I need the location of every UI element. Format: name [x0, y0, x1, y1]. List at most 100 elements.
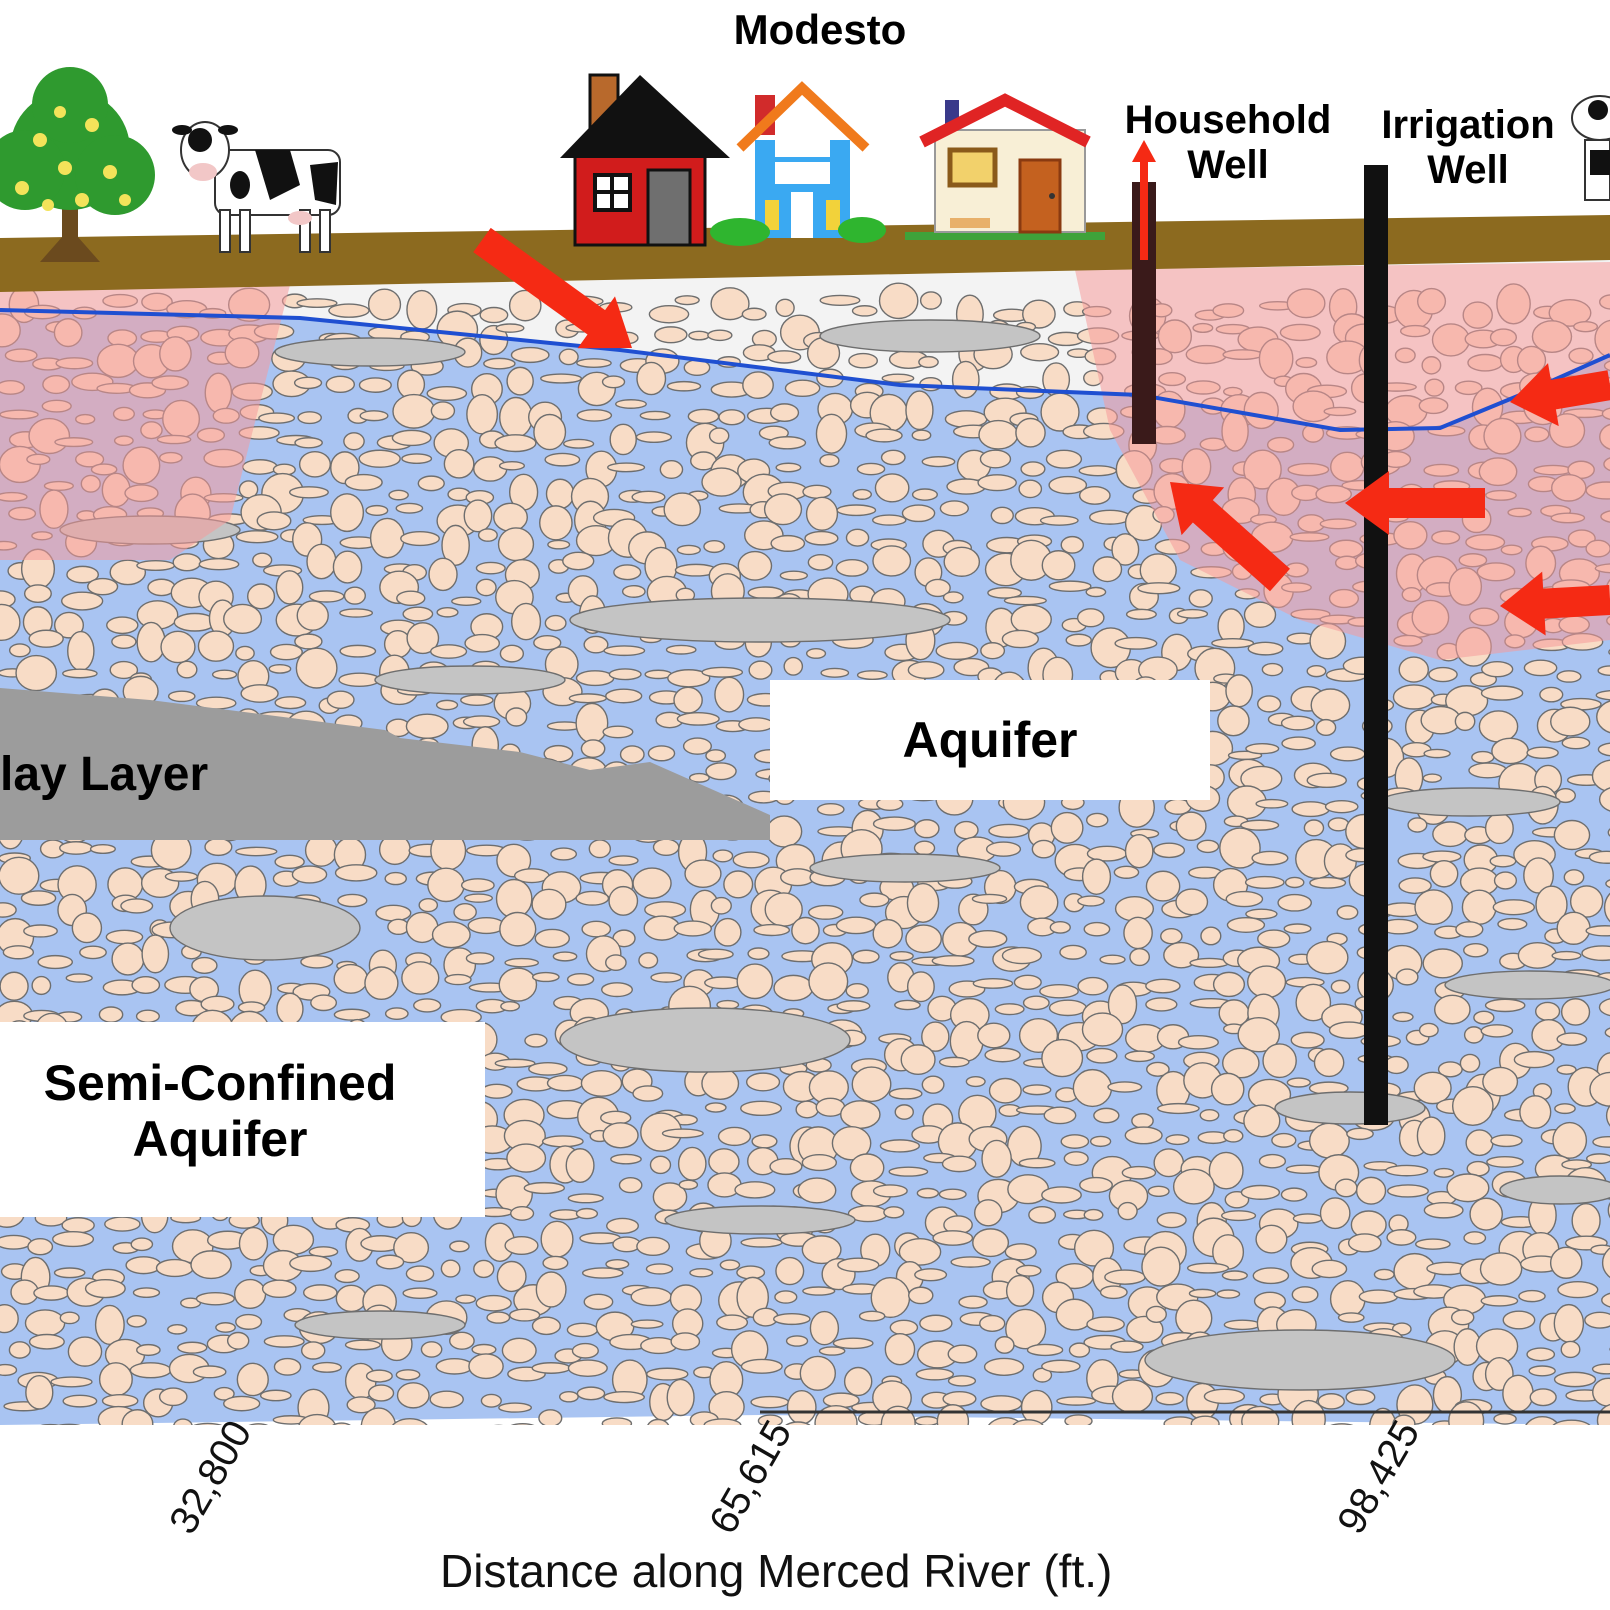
gravel-particle	[816, 802, 845, 816]
gravel-particle	[807, 904, 844, 920]
gravel-particle	[958, 1295, 988, 1309]
gravel-particle	[256, 511, 292, 531]
gravel-particle	[654, 326, 688, 344]
gravel-particle	[358, 449, 401, 468]
gravel-particle	[1145, 870, 1181, 902]
gravel-particle	[1423, 748, 1451, 759]
gravel-particle	[198, 557, 240, 571]
gravel-particle	[1556, 1032, 1588, 1046]
gravel-particle	[665, 644, 697, 655]
gravel-particle	[558, 348, 579, 366]
gravel-particle	[1591, 759, 1610, 793]
gravel-particle	[466, 394, 499, 435]
gravel-particle	[1552, 1121, 1588, 1159]
gravel-particle	[1078, 486, 1111, 505]
gravel-particle	[914, 1415, 940, 1425]
gravel-particle	[1518, 1289, 1546, 1303]
gravel-particle	[508, 289, 542, 322]
gravel-particle	[603, 1390, 645, 1404]
gravel-particle	[820, 667, 850, 678]
clay-lens	[1274, 1091, 1426, 1125]
gravel-particle	[689, 1267, 714, 1278]
gravel-particle	[1465, 1129, 1494, 1157]
gravel-particle	[1165, 1134, 1190, 1146]
gravel-particle	[1585, 925, 1610, 937]
gravel-particle	[546, 1074, 584, 1092]
gravel-particle	[1398, 877, 1432, 894]
gravel-particle	[1479, 1252, 1523, 1286]
gravel-particle	[1463, 1231, 1487, 1245]
gravel-particle	[950, 1256, 991, 1268]
gravel-particle	[949, 1020, 984, 1062]
gravel-particle	[339, 644, 377, 658]
gravel-particle	[1526, 1347, 1556, 1362]
gravel-particle	[429, 1390, 464, 1409]
gravel-particle	[1553, 1303, 1585, 1343]
gravel-particle	[440, 1259, 461, 1278]
gravel-particle	[666, 1378, 695, 1417]
gravel-particle	[1528, 1365, 1556, 1377]
gravel-particle	[1554, 1103, 1576, 1115]
gravel-particle	[676, 544, 701, 556]
gravel-particle	[242, 459, 278, 475]
gravel-particle	[498, 461, 526, 471]
gravel-particle	[141, 934, 170, 974]
gravel-particle	[1605, 877, 1610, 890]
gravel-particle	[1284, 876, 1305, 889]
gravel-particle	[768, 436, 807, 450]
gravel-particle	[1557, 1281, 1599, 1299]
gravel-particle	[916, 1187, 940, 1199]
gravel-particle	[978, 419, 1019, 450]
gravel-particle	[465, 952, 495, 965]
gravel-particle	[905, 924, 942, 954]
gravel-particle	[136, 1343, 161, 1357]
gravel-particle	[1484, 998, 1526, 1013]
gravel-particle	[462, 715, 501, 729]
gravel-particle	[298, 450, 331, 478]
gravel-particle	[747, 947, 770, 961]
gravel-particle	[705, 762, 737, 781]
gravel-particle	[62, 668, 98, 679]
gravel-particle	[84, 1278, 126, 1299]
gravel-particle	[1551, 950, 1582, 961]
gravel-particle	[449, 1331, 475, 1350]
gravel-particle	[881, 373, 915, 383]
gravel-particle	[1386, 1184, 1429, 1198]
gravel-particle	[736, 963, 774, 1000]
gravel-particle	[238, 1226, 269, 1261]
gravel-particle	[703, 539, 726, 554]
clay-lens	[809, 853, 1001, 883]
gravel-particle	[632, 867, 672, 899]
gravel-particle	[0, 603, 21, 642]
gravel-particle	[571, 1342, 599, 1359]
gravel-particle	[62, 1394, 98, 1408]
gravel-particle	[1048, 475, 1088, 495]
gravel-particle	[1175, 811, 1207, 842]
gravel-particle	[650, 972, 683, 983]
gravel-particle	[1107, 1081, 1143, 1093]
gravel-particle	[831, 1125, 872, 1161]
gravel-particle	[610, 1153, 642, 1165]
gravel-particle	[1240, 819, 1280, 831]
gravel-particle	[544, 614, 567, 632]
gravel-particle	[802, 484, 832, 499]
gravel-particle	[1020, 1389, 1053, 1425]
gravel-particle	[774, 1290, 798, 1304]
gravel-particle	[71, 912, 103, 944]
gravel-particle	[987, 586, 1023, 599]
gravel-particle	[1313, 1048, 1345, 1078]
gravel-particle	[66, 565, 100, 584]
gravel-particle	[1560, 1340, 1581, 1359]
gravel-particle	[294, 437, 323, 449]
gravel-particle	[1517, 941, 1558, 969]
gravel-particle	[211, 669, 238, 680]
gravel-particle	[1141, 1246, 1181, 1287]
gravel-particle	[748, 660, 773, 680]
gravel-particle	[1223, 1319, 1262, 1331]
gravel-particle	[979, 1314, 1006, 1332]
gravel-particle	[177, 1341, 208, 1354]
gravel-particle	[1041, 1186, 1082, 1204]
gravel-particle	[413, 998, 442, 1013]
gravel-particle	[1597, 742, 1610, 757]
gravel-particle	[973, 1199, 1003, 1227]
